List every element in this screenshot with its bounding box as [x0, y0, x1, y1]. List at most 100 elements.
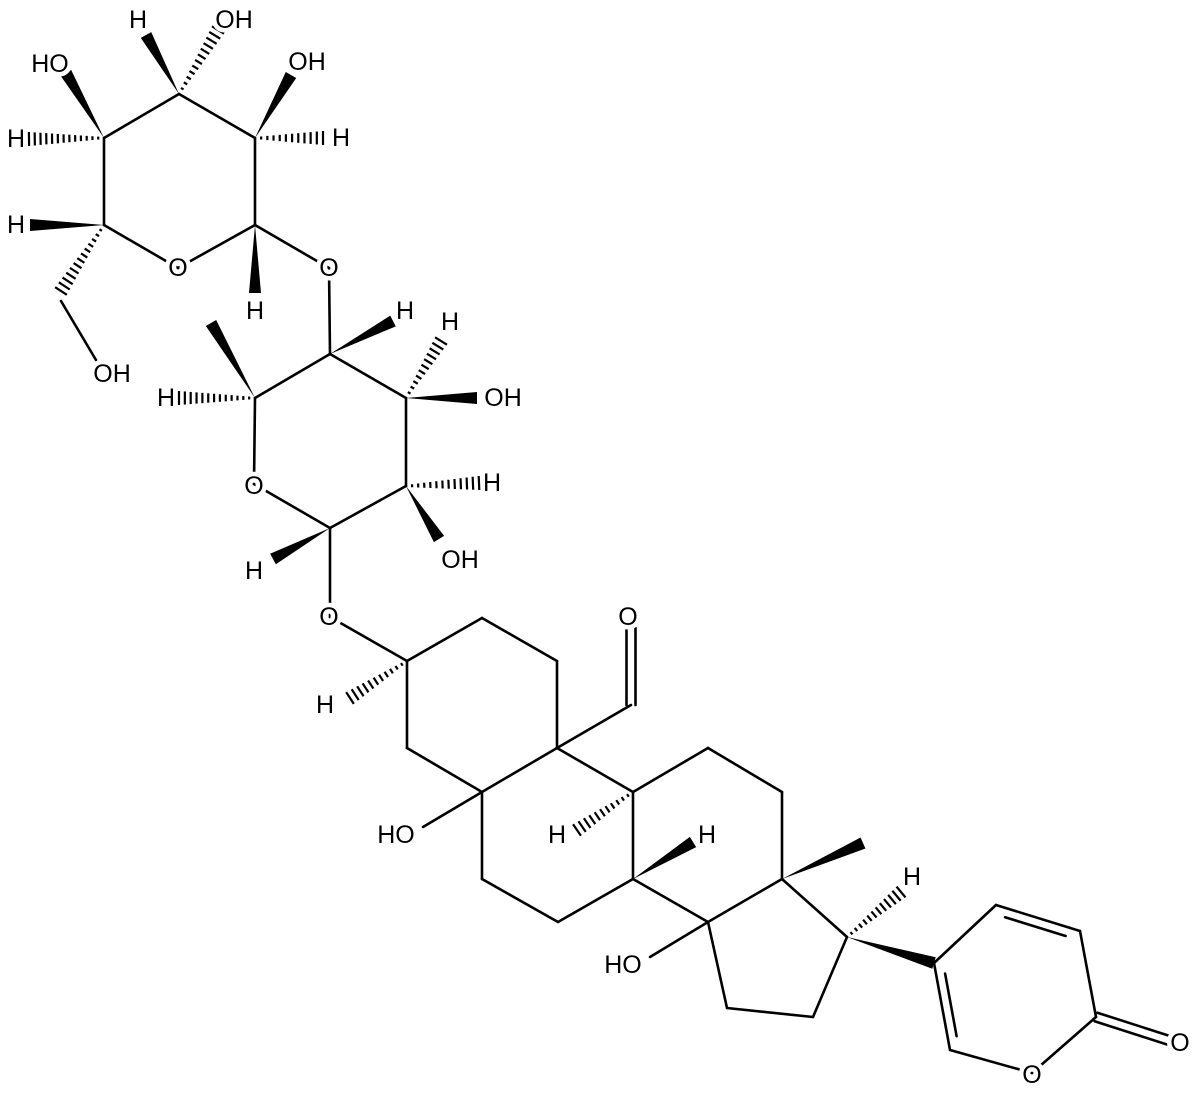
- double-bond-inner: [1003, 915, 1067, 938]
- hash-mark: [415, 374, 423, 380]
- hash-mark: [183, 81, 188, 86]
- hash-mark: [372, 676, 380, 686]
- hash-mark: [588, 814, 597, 825]
- hydrogen-label: H: [548, 821, 566, 849]
- single-bond: [252, 396, 257, 486]
- single-bond: [780, 877, 849, 939]
- hash-mark: [620, 796, 625, 802]
- hashed-bond: [572, 793, 630, 837]
- hash-mark: [73, 262, 83, 270]
- hash-mark: [615, 799, 621, 806]
- hash-mark: [98, 228, 103, 232]
- hydrogen-label: H: [903, 863, 921, 891]
- hash-mark: [412, 380, 419, 385]
- wedge-bond: [60, 69, 104, 138]
- hydrogen-label: H: [441, 308, 459, 336]
- hashed-bond: [260, 131, 325, 145]
- hash-mark: [599, 808, 606, 817]
- hash-mark: [383, 671, 389, 678]
- hash-mark: [180, 86, 185, 91]
- hash-mark: [891, 890, 902, 902]
- hydrogen-label: H: [316, 691, 334, 719]
- hash-mark: [350, 688, 360, 701]
- hash-mark: [858, 923, 863, 929]
- hash-mark: [426, 352, 437, 361]
- single-bond: [1078, 929, 1098, 1019]
- single-bond: [253, 223, 331, 270]
- hashed-bond: [410, 475, 481, 491]
- hash-mark: [420, 363, 430, 371]
- wedge-bond: [633, 836, 697, 879]
- hash-mark: [477, 475, 481, 491]
- hash-mark: [356, 685, 365, 697]
- hash-mark: [91, 238, 97, 243]
- hash-mark: [609, 802, 616, 810]
- wedge-bond: [847, 937, 936, 969]
- single-bond: [177, 92, 257, 140]
- glycosidic-oxygen-label: O: [319, 254, 338, 282]
- hash-mark: [577, 820, 587, 833]
- hash-mark: [208, 31, 221, 40]
- single-bond: [648, 920, 710, 959]
- single-bond: [327, 266, 332, 356]
- hash-mark: [870, 910, 878, 919]
- hashed-bond: [177, 391, 251, 405]
- hash-mark: [431, 341, 444, 351]
- hash-mark: [471, 476, 475, 490]
- hydrogen-label: H: [7, 211, 25, 239]
- carbonyl-oxygen-label: O: [1170, 1029, 1189, 1057]
- hash-mark: [202, 42, 214, 50]
- hash-mark: [378, 674, 385, 682]
- hashed-bond: [27, 131, 100, 147]
- wedge-bond: [30, 219, 104, 231]
- hydrogen-label: H: [332, 124, 350, 152]
- hydroxyl-label: HO: [377, 821, 415, 849]
- hash-mark: [400, 662, 404, 667]
- wedge-bond: [406, 486, 445, 543]
- hash-mark: [407, 391, 412, 395]
- wedge-bond: [249, 225, 261, 293]
- hash-mark: [593, 811, 601, 821]
- single-bond: [555, 746, 635, 794]
- hash-mark: [887, 894, 897, 905]
- single-bond: [555, 703, 633, 750]
- single-bond: [252, 482, 332, 530]
- single-bond: [932, 903, 998, 965]
- single-bond: [631, 746, 710, 794]
- hydrogen-label: H: [129, 6, 147, 34]
- hashed-bond: [407, 336, 448, 395]
- hash-mark: [186, 75, 192, 81]
- hash-mark: [389, 668, 394, 674]
- hash-mark: [434, 336, 448, 346]
- hash-mark: [418, 369, 426, 375]
- hashed-bond: [345, 662, 404, 705]
- hydroxyl-label: OH: [441, 546, 479, 574]
- hash-mark: [394, 665, 399, 671]
- wedge-bond: [270, 528, 330, 565]
- hash-mark: [862, 918, 868, 926]
- hash-mark: [54, 286, 68, 296]
- hash-mark: [572, 823, 582, 837]
- hash-mark: [95, 233, 100, 238]
- single-bond: [328, 484, 408, 530]
- hash-mark: [200, 47, 210, 55]
- lactone-ring-oxygen-label: O: [1022, 1061, 1041, 1089]
- hash-mark: [345, 691, 355, 705]
- hash-mark: [866, 914, 873, 922]
- hashed-bond: [54, 228, 103, 296]
- single-bond: [811, 935, 849, 1019]
- hashed-bond: [849, 885, 907, 936]
- hydroxyl-label: HO: [604, 951, 642, 979]
- hash-mark: [76, 257, 85, 264]
- hydroxyl-label: OH: [484, 384, 522, 412]
- ring-oxygen-label: O: [244, 472, 263, 500]
- hydrogen-label: H: [483, 469, 501, 497]
- hash-mark: [883, 898, 892, 909]
- wedge-bond: [782, 837, 866, 879]
- single-bond: [405, 616, 484, 663]
- hash-mark: [429, 347, 441, 356]
- hash-mark: [895, 885, 907, 899]
- hash-mark: [361, 682, 370, 694]
- single-bond: [328, 615, 409, 663]
